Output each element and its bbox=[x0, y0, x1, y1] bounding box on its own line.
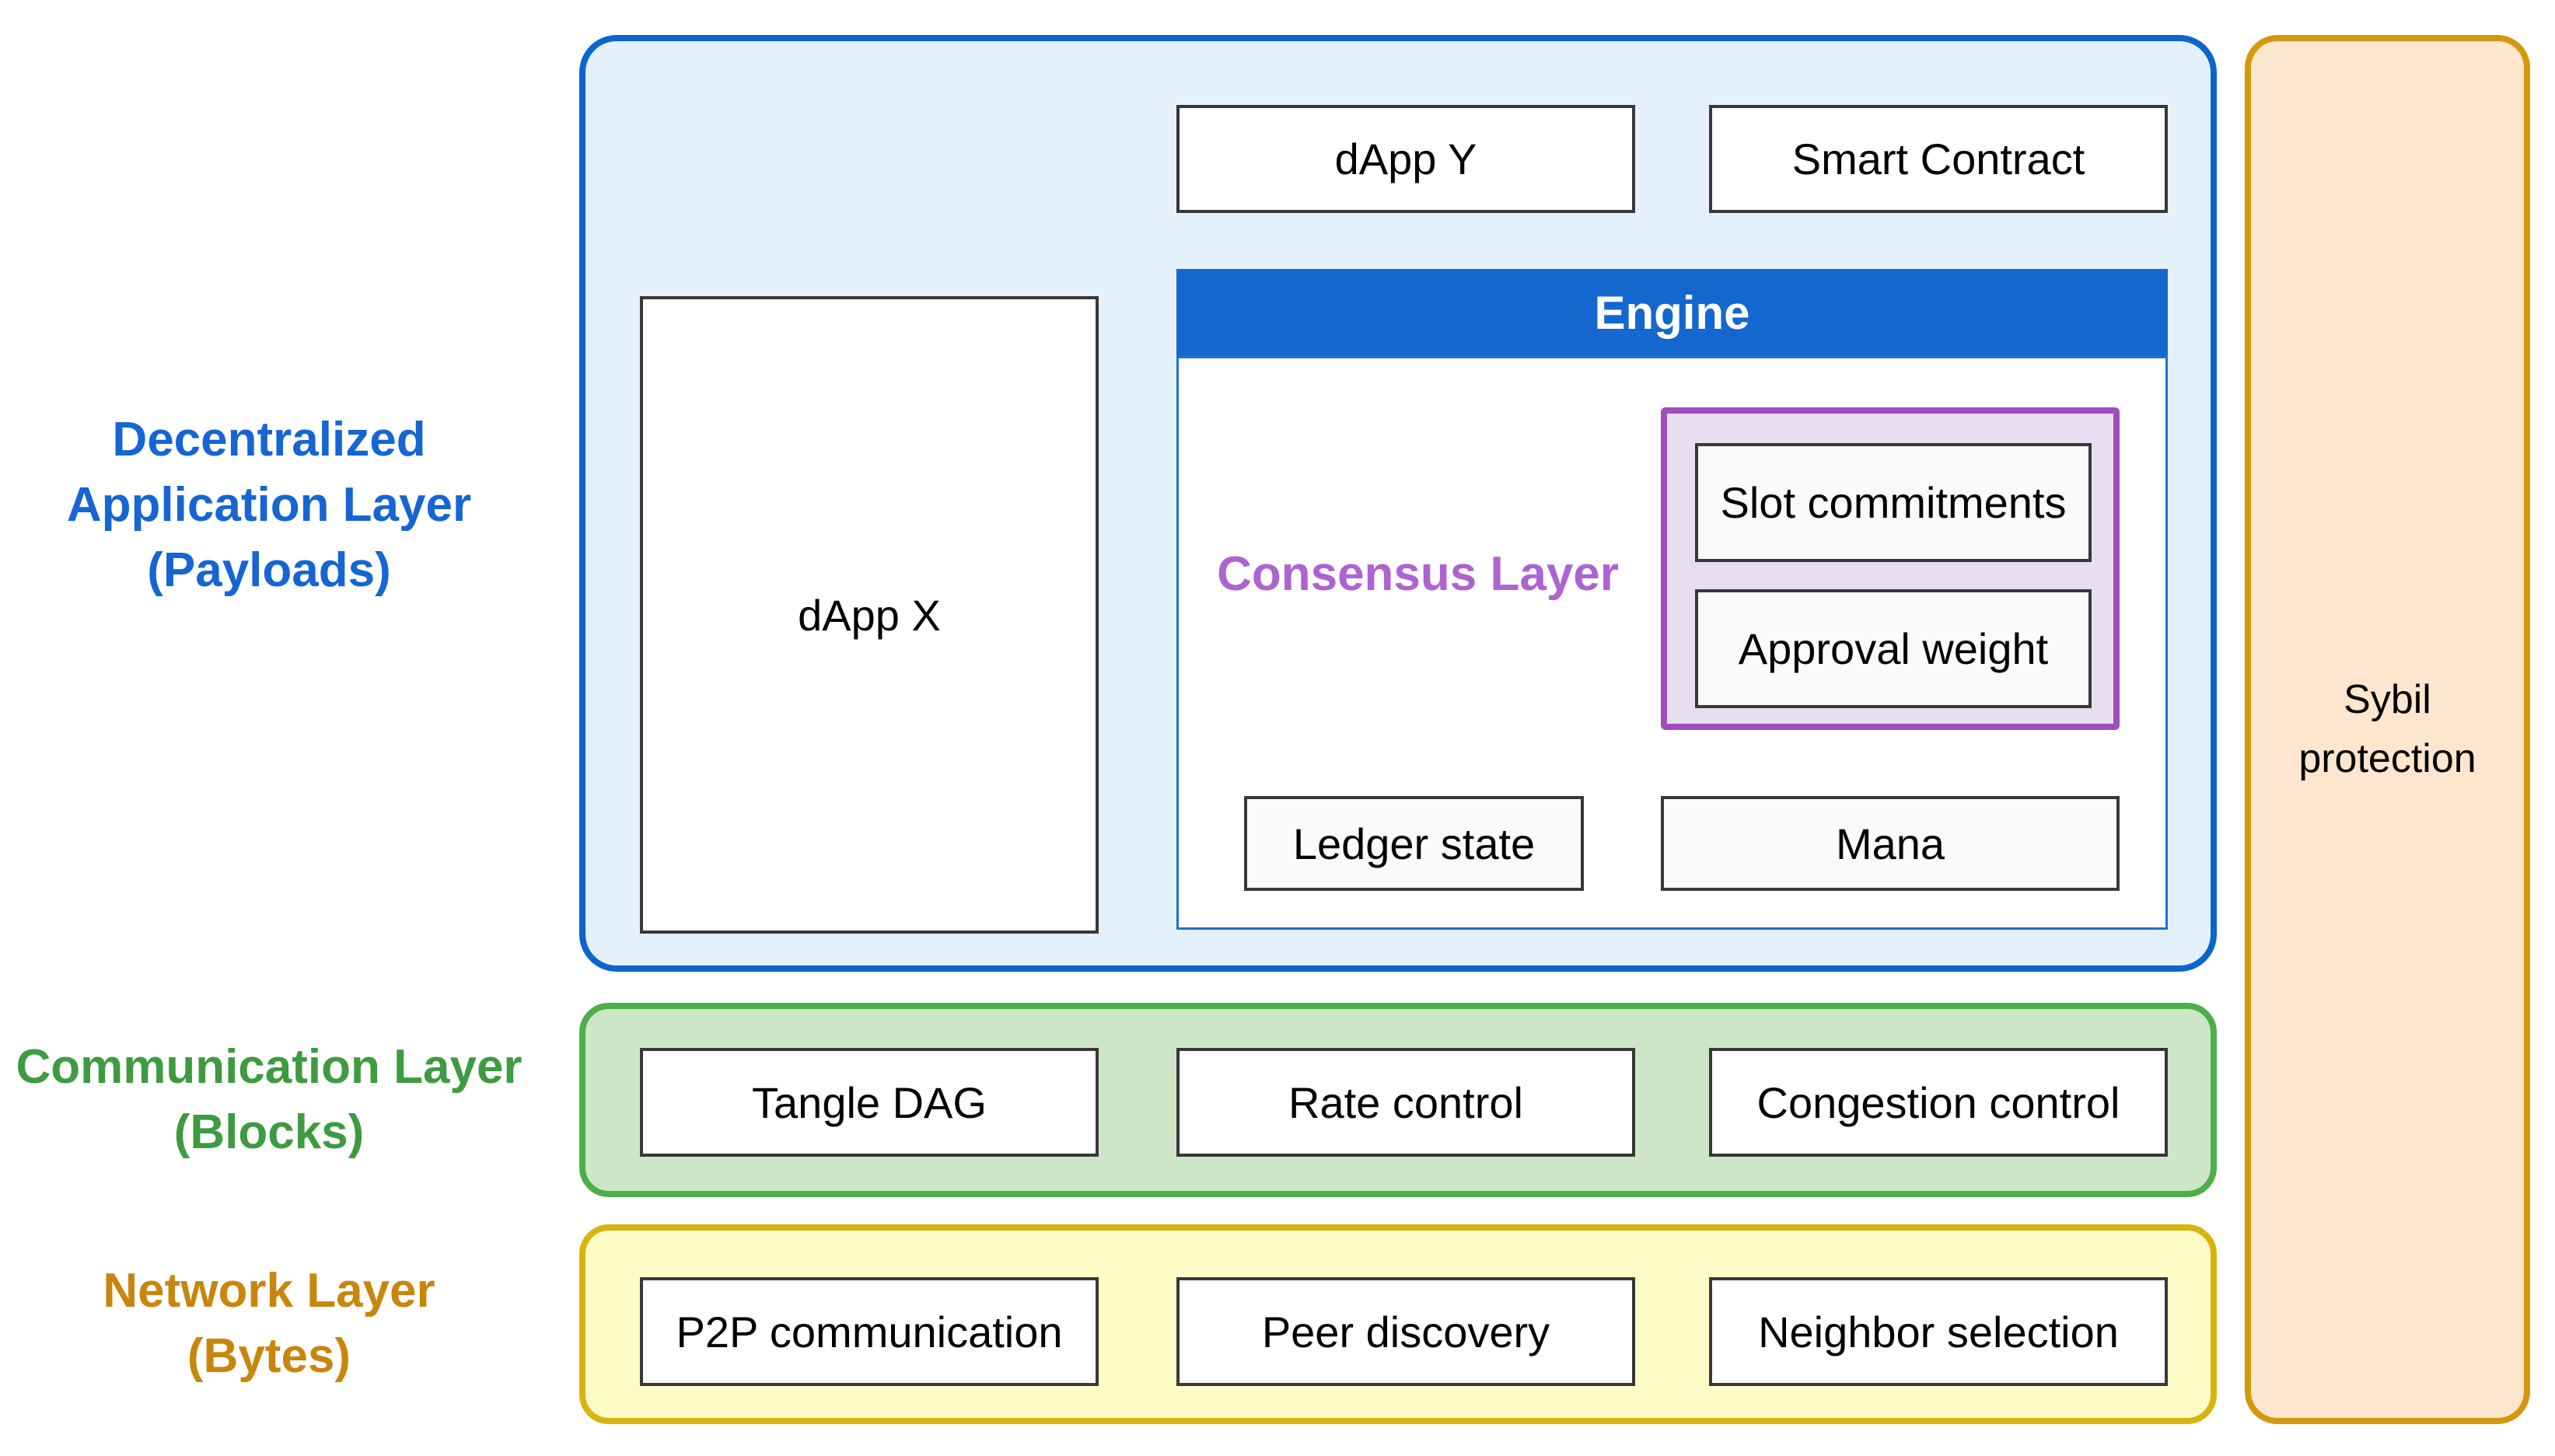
consensus-layer-label: Consensus Layer bbox=[1217, 546, 1619, 601]
box-mana: Mana bbox=[1661, 796, 2120, 891]
app-layer-heading: Decentralized Application Layer (Payload… bbox=[66, 413, 472, 597]
box-smart-contract: Smart Contract bbox=[1709, 105, 2168, 213]
box-slot-commitments: Slot commitments bbox=[1695, 443, 2092, 562]
box-tangle-dag: Tangle DAG bbox=[640, 1048, 1099, 1157]
box-ledger-state: Ledger state bbox=[1244, 796, 1584, 891]
engine-box: Engine Consensus Layer Slot commitments … bbox=[1176, 269, 2168, 930]
box-approval-weight: Approval weight bbox=[1695, 589, 2092, 708]
communication-layer-heading: Communication Layer (Blocks) bbox=[16, 1040, 523, 1159]
sybil-protection-box: Sybil protection bbox=[2245, 35, 2530, 1424]
box-p2p-communication: P2P communication bbox=[640, 1277, 1099, 1386]
communication-layer-container: Tangle DAG Rate control Congestion contr… bbox=[579, 1003, 2217, 1197]
box-dapp-x: dApp X bbox=[640, 296, 1099, 934]
engine-body: Consensus Layer Slot commitments Approva… bbox=[1176, 356, 2168, 930]
box-neighbor-selection: Neighbor selection bbox=[1709, 1277, 2168, 1386]
network-layer-heading: Network Layer (Bytes) bbox=[103, 1264, 435, 1383]
box-congestion-control: Congestion control bbox=[1709, 1048, 2168, 1157]
app-layer-container: dApp Y Smart Contract dApp X Engine Cons… bbox=[579, 35, 2217, 972]
box-rate-control: Rate control bbox=[1176, 1048, 1635, 1157]
consensus-layer-box: Slot commitments Approval weight bbox=[1661, 407, 2120, 730]
engine-title-bar: Engine bbox=[1176, 269, 2168, 356]
box-dapp-y: dApp Y bbox=[1176, 105, 1635, 213]
box-peer-discovery: Peer discovery bbox=[1176, 1277, 1635, 1386]
network-layer-container: P2P communication Peer discovery Neighbo… bbox=[579, 1224, 2217, 1424]
